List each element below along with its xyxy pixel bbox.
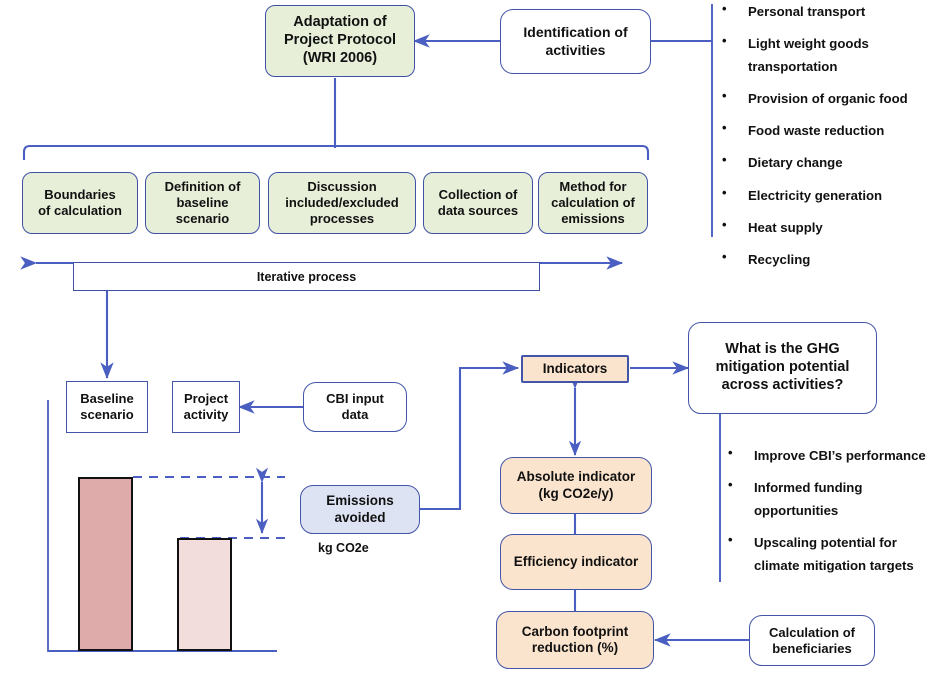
node-cbi-input-data[interactable]: CBI input data xyxy=(303,382,407,432)
node-collection-of-data-sources[interactable]: Collection of data sources xyxy=(423,172,533,234)
outcomes-list: • Improve CBI’s performance • Informed f… xyxy=(728,444,944,577)
list-item: • Electricity generation xyxy=(722,184,883,203)
node-method-for-calculation-of-emissions[interactable]: Method for calculation of emissions xyxy=(538,172,648,234)
list-item: • Heat supply xyxy=(722,216,823,235)
bullet-glyph: • xyxy=(728,477,733,493)
node-adaptation-protocol[interactable]: Adaptation of Project Protocol (WRI 2006… xyxy=(265,5,415,77)
node-boundaries-of-calculation[interactable]: Boundaries of calculation xyxy=(22,172,138,234)
bullet-glyph: • xyxy=(722,33,727,49)
node-emissions-avoided[interactable]: Emissions avoided xyxy=(300,485,420,534)
node-indicators[interactable]: Indicators xyxy=(521,355,629,383)
list-item: • Provision of organic food xyxy=(722,88,908,107)
node-calculation-of-beneficiaries[interactable]: Calculation of beneficiaries xyxy=(749,615,875,666)
node-baseline-scenario[interactable]: Baseline scenario xyxy=(66,381,148,433)
bullet-glyph: • xyxy=(722,88,727,104)
bullet-glyph: • xyxy=(728,445,733,460)
list-item: • Upscaling potential for climate mitiga… xyxy=(728,532,914,574)
iterative-process-label: Iterative process xyxy=(256,269,357,284)
list-item: • Dietary change xyxy=(722,152,843,171)
list-item: • Food waste reduction xyxy=(722,120,885,139)
node-carbon-footprint-reduction[interactable]: Carbon footprint reduction (%) xyxy=(496,611,654,669)
bar-baseline-scenario xyxy=(78,477,133,651)
list-item: • Improve CBI’s performance xyxy=(728,445,926,463)
node-definition-baseline-scenario[interactable]: Definition of baseline scenario xyxy=(145,172,260,234)
list-item: • Informed funding opportunities xyxy=(728,477,863,519)
bullet-glyph: • xyxy=(728,532,733,548)
bullet-glyph: • xyxy=(722,184,727,200)
node-discussion-included-excluded-processes[interactable]: Discussion included/excluded processes xyxy=(268,172,416,234)
activities-list: • Personal transport • Light weight good… xyxy=(722,0,944,271)
node-ghg-question[interactable]: What is the GHG mitigation potential acr… xyxy=(688,322,877,414)
kg-co2e-label: kg CO2e xyxy=(318,541,369,555)
bullet-glyph: • xyxy=(722,1,727,16)
node-identification-activities[interactable]: Identification of activities xyxy=(500,9,651,74)
iterative-process-bar: Iterative process xyxy=(73,262,540,291)
bullet-glyph: • xyxy=(722,152,727,168)
node-absolute-indicator[interactable]: Absolute indicator (kg CO2e/y) xyxy=(500,457,652,514)
list-item: • Personal transport xyxy=(722,1,866,19)
list-item: • Light weight goods transportation xyxy=(722,33,869,75)
bullet-glyph: • xyxy=(722,248,727,264)
list-item: • Recycling xyxy=(722,248,811,267)
bar-project-activity xyxy=(177,538,232,651)
node-project-activity[interactable]: Project activity xyxy=(172,381,240,433)
bullet-glyph: • xyxy=(722,216,727,232)
bullet-glyph: • xyxy=(722,120,727,136)
node-efficiency-indicator[interactable]: Efficiency indicator xyxy=(500,534,652,590)
